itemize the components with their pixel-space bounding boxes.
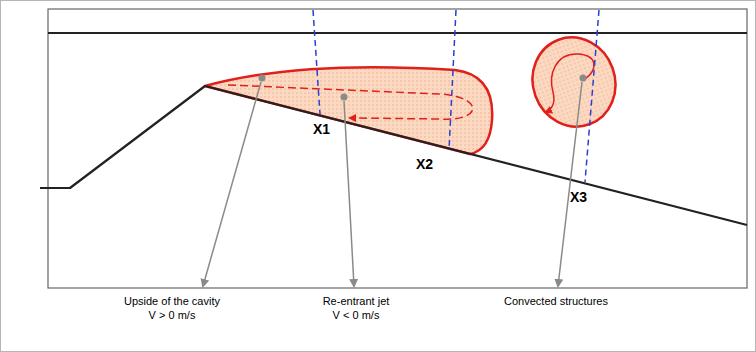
caption: Re-entrant jet V < 0 m/s [323, 294, 390, 323]
station-label: X2 [416, 155, 433, 173]
caption: Convected structures [504, 294, 608, 308]
station-label: X1 [313, 120, 330, 138]
caption: Upside of the cavity V > 0 m/s [122, 294, 223, 323]
station-label: X3 [570, 188, 587, 206]
